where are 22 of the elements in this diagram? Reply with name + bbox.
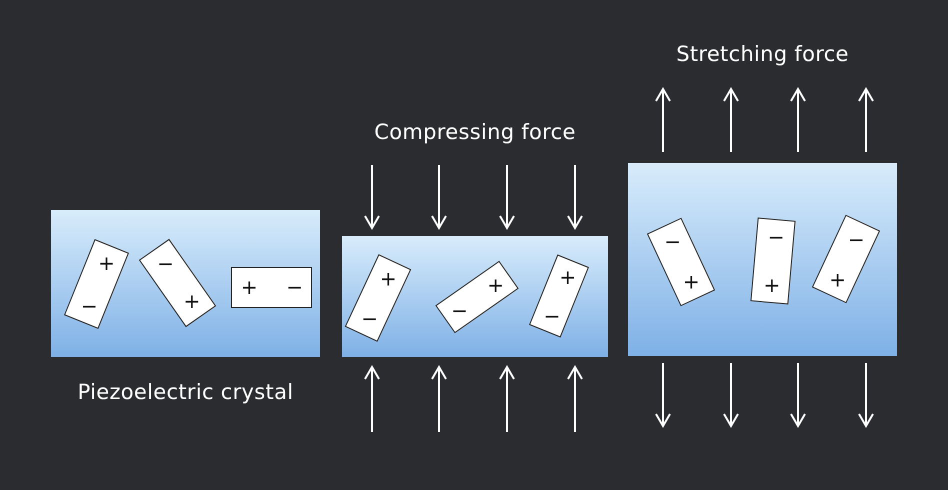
crystal-heading: Compressing force [373, 120, 577, 144]
charge-sign: − [846, 229, 866, 250]
charge-sign: − [285, 277, 304, 297]
charge-sign: + [486, 275, 505, 296]
charge-sign: + [682, 272, 701, 292]
charge-sign: − [663, 231, 682, 252]
charge-sign: + [762, 274, 782, 295]
charge-sign: + [828, 270, 847, 290]
crystal-heading: Piezoelectric crystal [76, 380, 294, 404]
charge-sign: + [182, 291, 200, 312]
charge-sign: + [378, 268, 398, 288]
charge-sign: − [766, 228, 786, 248]
crystal-heading: Stretching force [675, 42, 850, 66]
charge-sign: + [558, 266, 578, 287]
charge-sign: − [360, 308, 379, 329]
charge-sign: − [78, 296, 98, 316]
charge-sign: − [542, 306, 562, 326]
charge-sign: − [450, 300, 470, 320]
charge-sign: − [155, 254, 174, 274]
charge-sign: + [240, 277, 259, 297]
dipole-box [230, 266, 312, 308]
charge-sign: + [96, 253, 115, 274]
